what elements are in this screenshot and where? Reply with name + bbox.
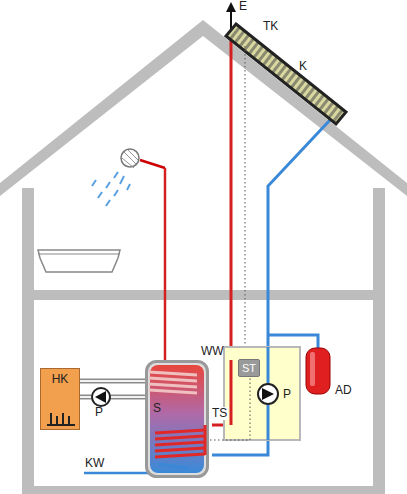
sensor-label: TK [262,20,279,33]
collector-label: K [298,60,308,73]
boiler-pump [92,388,110,406]
node-text: ST [239,360,259,374]
heating-pipe [80,395,145,400]
boiler-box: HK [40,368,80,430]
solar-return-pipe [212,120,330,455]
wall [22,188,34,494]
bathtub [38,250,120,272]
pump-label: P [94,406,104,419]
solar-pump [258,384,278,404]
vent-label: E [238,0,248,13]
pump-label: P [282,388,292,401]
bathtub-rim [38,254,120,255]
solar-collector [226,24,346,124]
floor [34,486,373,494]
cold-water-label: KW [84,457,105,470]
controller-box: ST [238,359,260,377]
sensor-cable [206,378,250,440]
wall [373,188,385,494]
pipe-core [80,380,145,382]
roof [0,20,407,196]
expansion-vessel [306,348,330,394]
solar-station [224,347,300,440]
storage-tank: S [145,360,209,478]
sensor-label: TS [211,407,228,420]
shower-head [92,149,165,206]
tank-body [145,360,209,478]
vessel-label: AD [334,384,353,397]
floor [22,290,385,300]
heating-pipe [80,379,145,384]
air-vent [226,2,236,12]
flame-symbol [41,405,81,427]
node-text: S [153,402,161,415]
hot-water-label: WW [200,345,225,358]
pipe-core [80,396,145,398]
sensor-cable [245,46,246,360]
hot-water-pipe [164,168,167,362]
node-text: HK [41,369,79,386]
